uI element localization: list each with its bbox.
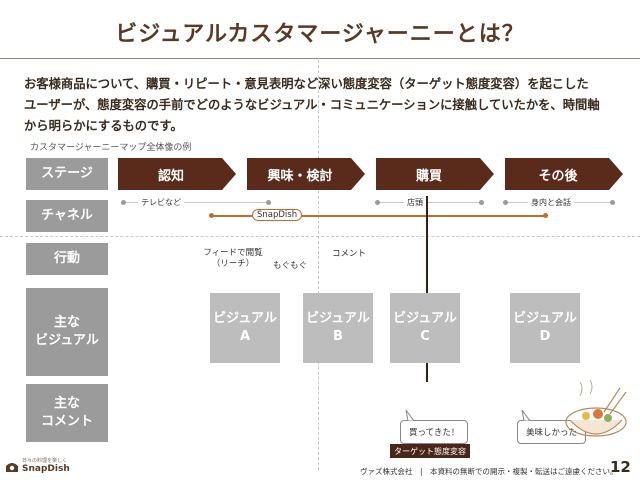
visual-label: ビジュアル [393,311,457,326]
channel-label-snapdish: SnapDish [252,209,303,221]
target-conversion-badge: ターゲット態度変容 [390,444,470,458]
intro-paragraph: お客様商品について、購買・リピート・意見表明など深い態度変容（ターゲット態度変容… [24,74,624,137]
visual-letter: D [539,329,551,344]
channel-dot [479,200,484,205]
title-divider [0,58,640,59]
row-label-visual: 主な ビジュアル [26,288,108,376]
channel-label-wom: 身内と会話 [528,197,574,208]
row-label-stage: ステージ [26,158,108,190]
channel-dot [375,200,380,205]
channel-line-snapdish [212,215,546,217]
comment-text: 買ってきた！ [409,428,460,438]
stage-arrow-shape [247,158,365,190]
channel-dot [209,213,214,218]
bubble-tail [521,410,531,421]
channel-line-store [378,202,482,203]
footer-copyright-note: ヴァズ株式会社 | 本資料の無断での開示・複製・転送はご遠慮ください。 [360,467,618,476]
food-illustration-icon [565,379,627,437]
channel-dot [503,200,508,205]
action-search: フィードで閲覧 （リーチ） [203,248,263,269]
map-caption: カスタマージャーニーマップ全体像の例 [30,143,192,153]
page-title: ビジュアルカスタマージャーニーとは？ [115,22,525,47]
action-comment: コメント [331,249,366,259]
footer-brand: SnapDish [22,464,70,474]
stage-after: その後 [505,158,623,190]
comment-text: 美味しかった [526,428,578,438]
stage-label: 認知 [157,168,184,184]
page-number: 12 [610,458,631,476]
row-label-comment: 主な コメント [26,384,108,442]
guide-line-vertical [318,60,319,470]
intro-line-2: ユーザーが、態度変容の手前でどのようなビジュアル・コミュニケーションに接触してい… [24,98,600,112]
stage-label: その後 [538,168,578,184]
visual-letter: B [333,329,343,344]
channel-dot [266,200,271,205]
visual-letter: A [239,329,251,344]
visual-box-d: ビジュアル D [510,293,580,363]
stage-arrow-shape [505,158,623,190]
row-label-action: 行動 [26,243,108,275]
target-conversion-line [426,196,428,382]
channel-label-tv: テレビなど [138,197,184,208]
stage-label: 購買 [415,168,442,184]
stage-purchase: 購買 [376,158,494,190]
intro-line-1: お客様商品について、購買・リピート・意見表明など深い態度変容（ターゲット態度変容… [24,77,589,91]
footer-tagline: 日々の料理を楽しく [22,458,68,464]
stage-interest: 興味・検討 [247,158,365,190]
channel-dot [610,200,615,205]
channel-line-tv [124,202,269,203]
guide-line-horizontal [0,236,640,237]
snapdish-logo-icon [6,463,18,472]
intro-line-3: から明らかにするものです。 [24,119,183,133]
row-label-channel: チャネル [26,200,108,232]
stage-arrow-shape [376,158,494,190]
channel-dot [543,213,548,218]
visual-label: ビジュアル [213,311,277,326]
visual-box-b: ビジュアル B [303,293,373,363]
action-chew: もぐもぐ [272,261,307,271]
channel-dot [121,200,126,205]
channel-label-store: 店頭 [404,197,426,208]
visual-box-a: ビジュアル A [210,293,280,363]
stage-label: 興味・検討 [267,168,333,184]
stage-arrow-shape [118,158,236,190]
visual-label: ビジュアル [513,311,577,326]
stage-awareness: 認知 [118,158,236,190]
visual-letter: C [420,329,430,344]
visual-label: ビジュアル [306,311,370,326]
comment-bubble-bought: 買ってきた！ [400,420,469,444]
bubble-tail [405,410,415,421]
visual-box-c: ビジュアル C [390,293,460,363]
